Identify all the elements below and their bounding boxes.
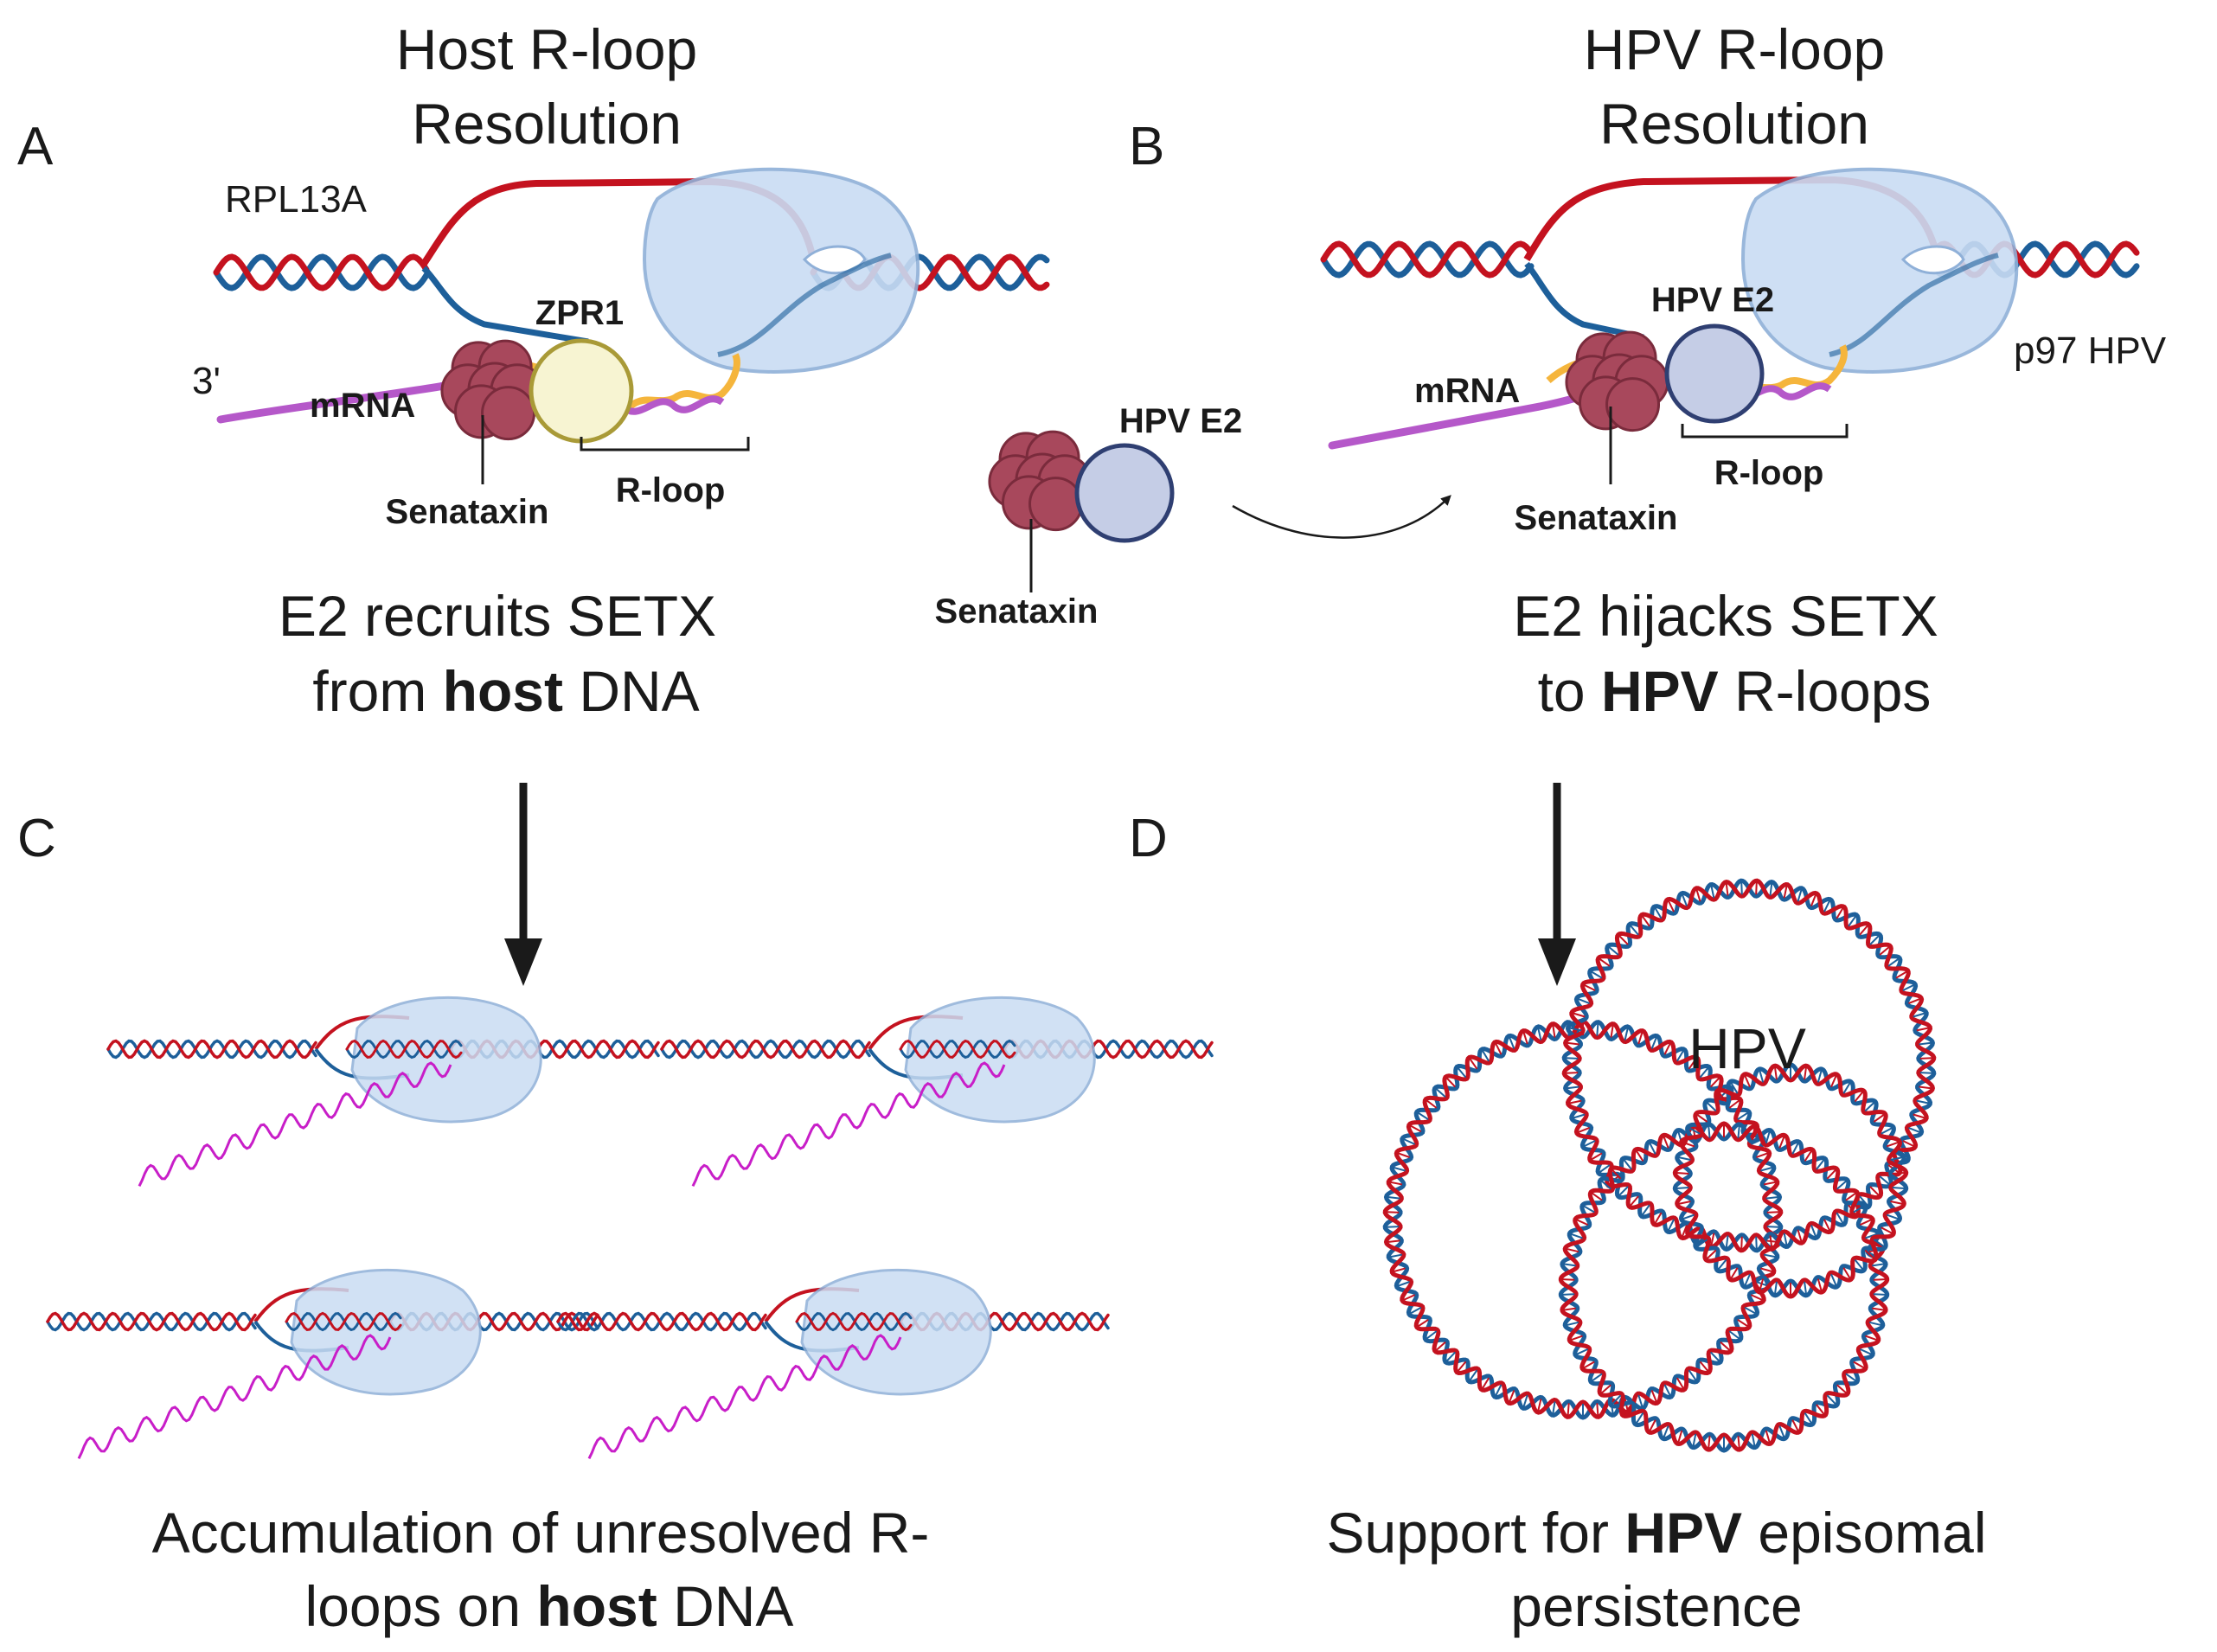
mini-dna-through bbox=[345, 1039, 463, 1060]
mini-dna-left bbox=[556, 1311, 767, 1332]
panel-b-caption-line2: to HPV R-loops bbox=[1538, 659, 1932, 723]
panel-a-title-line1: Host R-loop bbox=[396, 17, 697, 81]
unresolved-rloop-unit bbox=[660, 996, 1214, 1188]
arrow-down-b-to-d bbox=[1538, 783, 1576, 986]
panel-b-illustration: mRNA HPV E2 p97 HPV Senataxin R-loop bbox=[1320, 167, 2167, 537]
hpv-e2-protein-bound bbox=[1664, 323, 1765, 424]
rloop-bracket-a bbox=[580, 437, 750, 451]
senataxin-beads-free bbox=[988, 430, 1092, 532]
panel-c-caption-line1: Accumulation of unresolved R- bbox=[152, 1501, 930, 1565]
panel-b-title-line2: Resolution bbox=[1599, 92, 1869, 156]
rloop-hybrid-orange bbox=[619, 353, 740, 418]
three-prime-label: 3' bbox=[192, 360, 221, 402]
senataxin-beads-a bbox=[440, 339, 545, 441]
panel-letter-c: C bbox=[17, 809, 56, 868]
hpv-episome-label: HPV bbox=[1688, 1016, 1806, 1080]
unresolved-rloop-unit bbox=[106, 996, 660, 1188]
template-strand bbox=[421, 266, 589, 345]
unresolved-rloop-unit bbox=[556, 1268, 1110, 1460]
panel-c-unresolved-rloops bbox=[46, 996, 1214, 1460]
template-strand-b bbox=[1524, 261, 1644, 341]
senataxin-complex-free bbox=[988, 430, 1092, 532]
gene-label-rpl13a: RPL13A bbox=[225, 178, 368, 221]
senataxin-label-free: Senataxin bbox=[935, 592, 1099, 631]
template-strand-inner-b bbox=[1829, 253, 1999, 357]
free-e2-senataxin-complex: HPV E2 Senataxin bbox=[935, 402, 1451, 631]
panel-a-caption-line1: E2 recruits SETX bbox=[279, 584, 716, 648]
zpr1-label: ZPR1 bbox=[535, 294, 624, 332]
senataxin-label-a: Senataxin bbox=[386, 493, 549, 531]
rloop-bracket-b bbox=[1681, 424, 1849, 439]
mini-dna-through bbox=[285, 1311, 402, 1332]
mini-dna-left bbox=[106, 1039, 317, 1060]
mini-dna-left bbox=[660, 1039, 871, 1060]
host-dna-helix bbox=[213, 253, 1050, 291]
senataxin-complex-b bbox=[1565, 330, 1669, 432]
panel-a-caption-line2: from host DNA bbox=[312, 659, 699, 723]
hpv-episome-ring bbox=[1382, 1019, 1784, 1420]
panel-b-caption-line1: E2 hijacks SETX bbox=[1513, 584, 1938, 648]
panel-d-caption-line2: persistence bbox=[1510, 1574, 1803, 1638]
mini-dna-left bbox=[46, 1311, 257, 1332]
panel-c-caption-line2: loops on host DNA bbox=[305, 1574, 794, 1638]
arrow-down-a-to-c bbox=[504, 783, 542, 986]
hpv-e2-protein-free bbox=[1074, 443, 1175, 543]
mini-dna-through bbox=[285, 1311, 402, 1332]
rna-polymerase bbox=[642, 167, 920, 374]
dna-strand-a-left bbox=[213, 253, 430, 291]
panel-letter-d: D bbox=[1129, 809, 1168, 868]
dna-strand-a-left bbox=[213, 253, 430, 291]
rloop-hybrid-mrna bbox=[620, 395, 725, 415]
rloop-label-a: R-loop bbox=[616, 471, 726, 509]
mrna-label-b: mRNA bbox=[1414, 372, 1520, 410]
template-strand-inner bbox=[717, 253, 892, 357]
panel-b-title-line1: HPV R-loop bbox=[1584, 17, 1885, 81]
rloop-label-b: R-loop bbox=[1714, 454, 1824, 492]
mrna-label-a: mRNA bbox=[310, 387, 415, 425]
panel-a-title-line2: Resolution bbox=[412, 92, 682, 156]
hpv-episome-ring bbox=[1558, 1121, 1890, 1453]
rna-polymerase-b bbox=[1740, 167, 2019, 374]
hijack-arrow bbox=[1232, 495, 1451, 539]
panel-letter-a: A bbox=[17, 117, 54, 176]
unresolved-rloop-unit bbox=[46, 1268, 599, 1460]
mini-dna-through bbox=[795, 1311, 913, 1332]
mini-dna-left bbox=[106, 1039, 317, 1060]
mini-dna-through bbox=[899, 1039, 1016, 1060]
hpv-e2-label-bound: HPV E2 bbox=[1651, 281, 1774, 319]
dna-strand-b-left bbox=[1320, 240, 1535, 279]
senataxin-complex-a bbox=[440, 339, 545, 441]
panel-d-caption-line1: Support for HPV episomal bbox=[1326, 1501, 1986, 1565]
hpv-e2-label-free: HPV E2 bbox=[1119, 402, 1242, 440]
panel-d-hpv-episomes bbox=[1382, 878, 1937, 1453]
senataxin-label-b: Senataxin bbox=[1515, 499, 1678, 537]
mini-dna-through bbox=[345, 1039, 463, 1060]
senataxin-beads-b bbox=[1565, 330, 1669, 432]
hpv-episome-ring bbox=[1672, 1062, 1909, 1299]
mini-dna-left bbox=[660, 1039, 871, 1060]
p97-hpv-label: p97 HPV bbox=[2014, 330, 2167, 372]
panel-a-illustration: RPL13A 3' mRNA ZPR1 Senataxin R-loop bbox=[192, 167, 1050, 531]
mini-dna-left bbox=[46, 1311, 257, 1332]
panel-letter-b: B bbox=[1129, 117, 1164, 176]
zpr1-protein bbox=[529, 338, 634, 444]
mini-dna-through bbox=[795, 1311, 913, 1332]
mini-dna-left bbox=[556, 1311, 767, 1332]
mini-dna-through bbox=[899, 1039, 1016, 1060]
dna-strand-b-left bbox=[1320, 240, 1535, 279]
